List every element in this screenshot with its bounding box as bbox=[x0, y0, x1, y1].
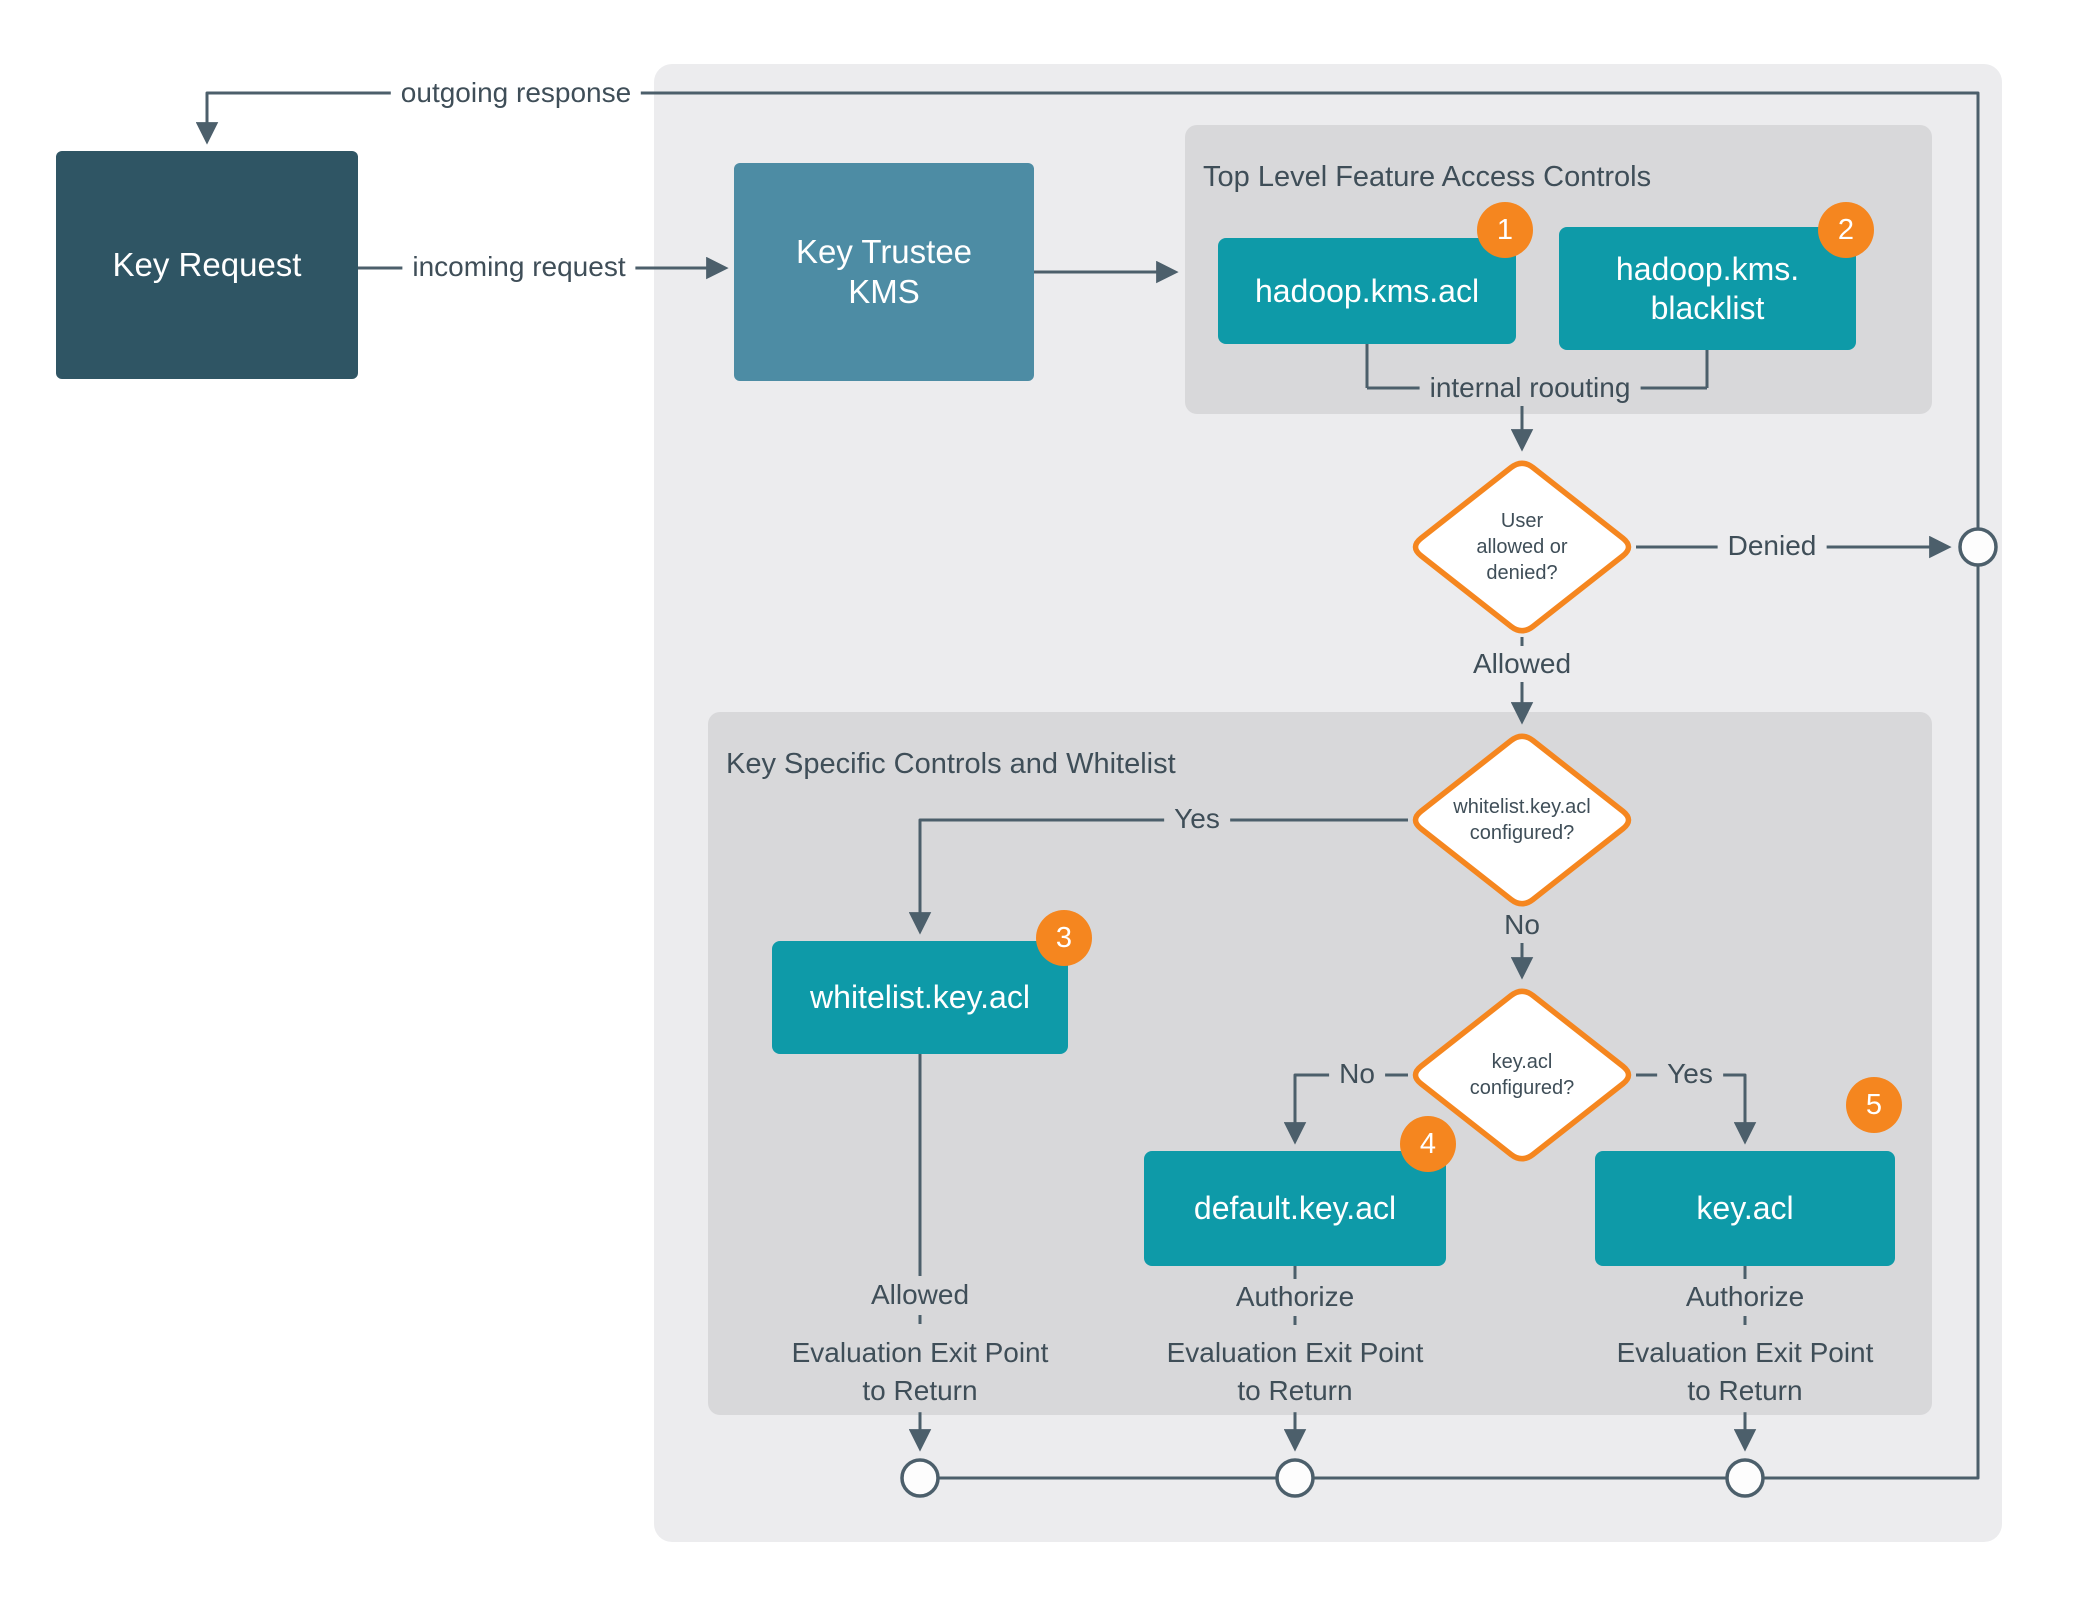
exit-verdict-default: Authorize bbox=[1225, 1279, 1365, 1315]
exit-point-keyacl: Evaluation Exit Point to Return bbox=[1606, 1332, 1884, 1412]
edge-outgoing-response bbox=[195, 91, 1980, 1480]
node-hadoop-kms-acl: hadoop.kms.acl 1 bbox=[1218, 202, 1533, 344]
node-hadoop-kms-acl-label: hadoop.kms.acl bbox=[1254, 272, 1480, 309]
decision-user-allowed: User allowed or denied? bbox=[1476, 510, 1568, 584]
exit-point-default: Evaluation Exit Point to Return bbox=[1156, 1332, 1434, 1412]
edge-label-no-whitelist: No bbox=[1494, 907, 1550, 943]
edge-label-yes-whitelist: Yes bbox=[1164, 801, 1230, 837]
decision-whitelist-configured-shape bbox=[1412, 733, 1632, 907]
node-hadoop-kms-blacklist-label: hadoop.kms. blacklist bbox=[1615, 251, 1800, 326]
edge-label-allowed: Allowed bbox=[1462, 646, 1582, 682]
node-default-key-acl-label: default.key.acl bbox=[1193, 1190, 1397, 1227]
node-default-key-acl: default.key.acl 4 bbox=[1144, 1116, 1456, 1266]
exit-point-circle-2 bbox=[1275, 1458, 1315, 1498]
node-key-acl: key.acl 5 bbox=[1595, 1077, 1902, 1266]
exit-point-circle-1 bbox=[900, 1458, 940, 1498]
decision-keyacl-configured: key.acl configured? bbox=[1469, 1051, 1575, 1099]
node-key-acl-label: key.acl bbox=[1696, 1190, 1794, 1227]
step-badge-2: 2 bbox=[1818, 202, 1874, 258]
node-whitelist-key-acl-label: whitelist.key.acl bbox=[810, 979, 1030, 1016]
step-badge-5: 5 bbox=[1846, 1077, 1902, 1133]
edge-label-denied: Denied bbox=[1717, 528, 1827, 564]
exit-point-whitelist: Evaluation Exit Point to Return bbox=[781, 1332, 1059, 1412]
step-badge-3: 3 bbox=[1036, 910, 1092, 966]
step-badge-4: 4 bbox=[1400, 1116, 1456, 1172]
decision-user-allowed-shape bbox=[1412, 460, 1632, 634]
exit-verdict-keyacl: Authorize bbox=[1675, 1279, 1815, 1315]
decision-keyacl-configured-shape bbox=[1412, 988, 1632, 1162]
edge-label-outgoing-response: outgoing response bbox=[390, 75, 642, 111]
edge-label-no-keyacl: No bbox=[1329, 1056, 1385, 1092]
node-key-trustee-kms: Key Trustee KMS bbox=[734, 163, 1034, 381]
edge-label-incoming-request: incoming request bbox=[402, 249, 636, 285]
node-key-request-label: Key Request bbox=[112, 246, 302, 284]
edge-label-yes-keyacl: Yes bbox=[1657, 1056, 1723, 1092]
step-badge-1: 1 bbox=[1477, 202, 1533, 258]
node-whitelist-key-acl: whitelist.key.acl 3 bbox=[772, 910, 1092, 1054]
node-kms-label: Key Trustee KMS bbox=[795, 233, 973, 310]
exit-verdict-whitelist: Allowed bbox=[860, 1277, 980, 1313]
group-key-specific-title: Key Specific Controls and Whitelist bbox=[726, 748, 1176, 780]
denied-exit-circle bbox=[1958, 527, 1998, 567]
exit-point-circle-3 bbox=[1725, 1458, 1765, 1498]
edge-label-internal-routing: internal roouting bbox=[1419, 370, 1641, 406]
node-hadoop-kms-blacklist: hadoop.kms. blacklist 2 bbox=[1559, 202, 1874, 350]
edge-yes-to-whitelist bbox=[908, 818, 1408, 935]
group-top-level-title: Top Level Feature Access Controls bbox=[1203, 161, 1652, 193]
node-key-request: Key Request bbox=[56, 151, 358, 379]
decision-whitelist-configured: whitelist.key.acl configured? bbox=[1453, 796, 1591, 844]
